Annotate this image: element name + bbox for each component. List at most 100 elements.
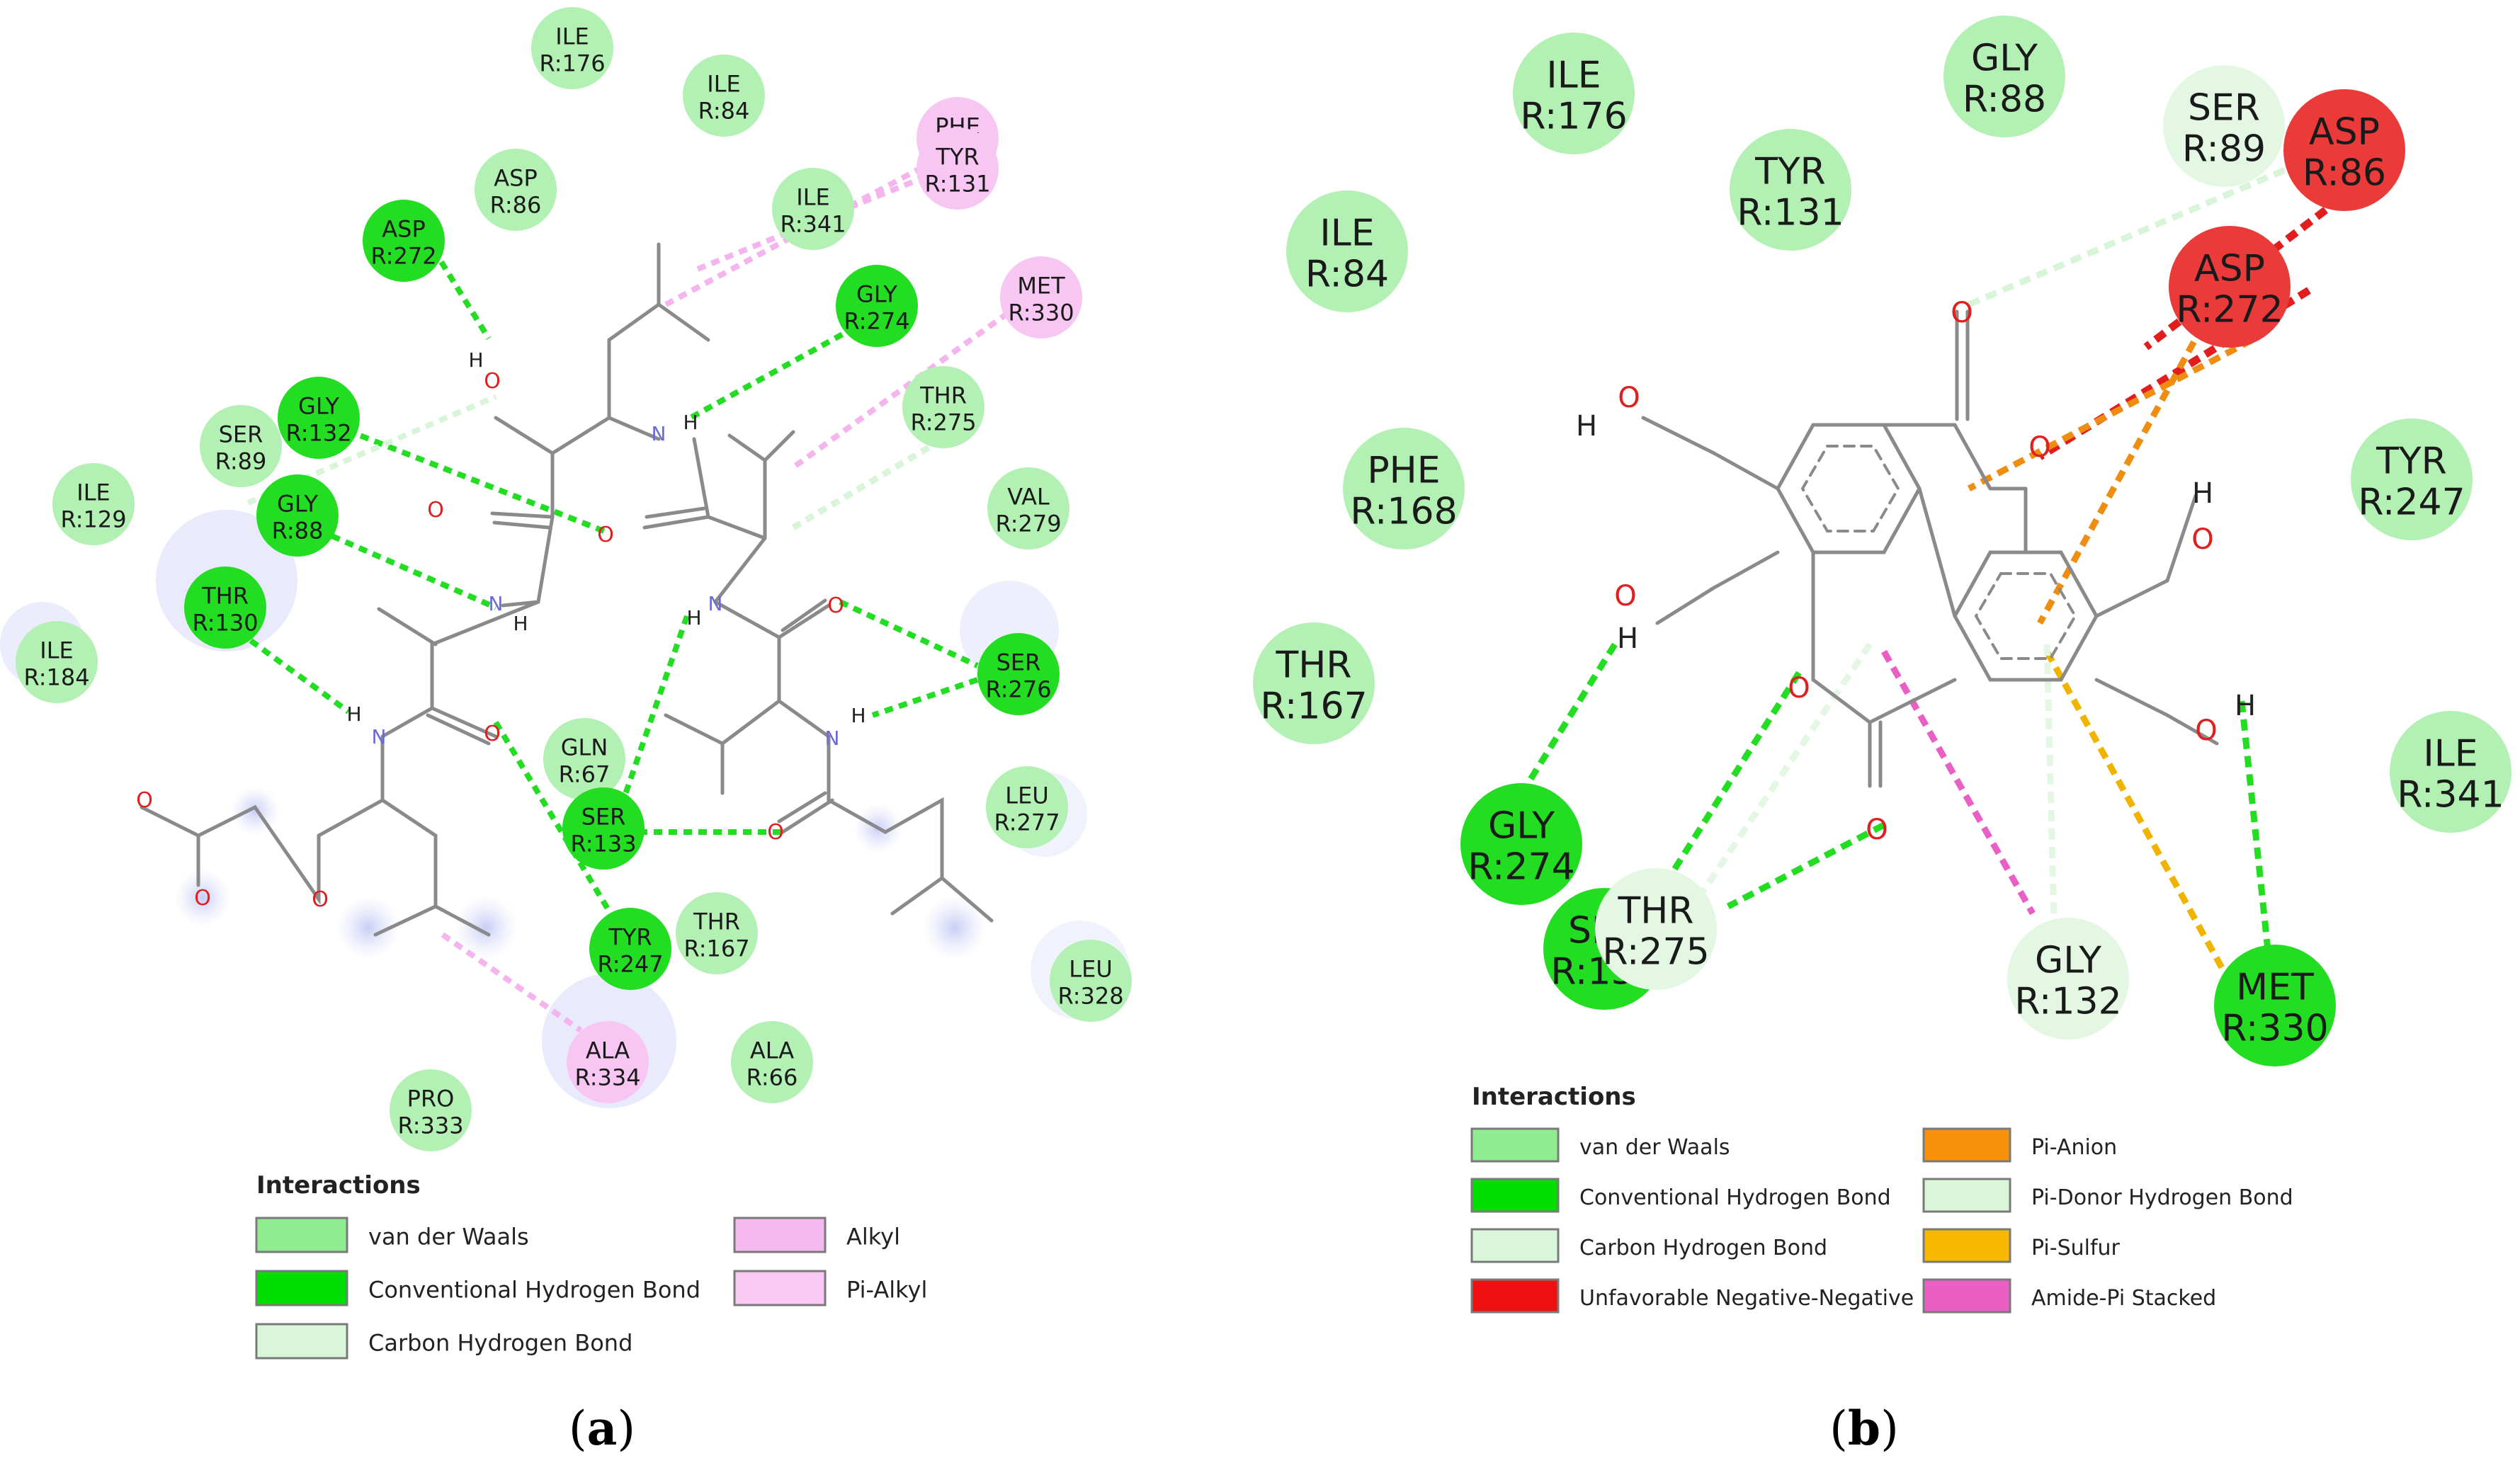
residue-number: R:84 — [1305, 253, 1389, 295]
atom-labels-b: O O O H O H O O O H O H — [1576, 297, 2256, 846]
legend-swatch — [255, 1323, 348, 1360]
residue-name: ASP — [494, 164, 538, 191]
residue-disc — [184, 566, 266, 649]
residue-number: R:129 — [60, 506, 126, 533]
residue-number: R:274 — [844, 307, 909, 334]
residue-number: R:88 — [1963, 78, 2046, 120]
residue-number: R:276 — [985, 676, 1051, 702]
residue-disc — [567, 1021, 649, 1103]
residue-disc — [543, 718, 625, 800]
svg-text:N: N — [708, 592, 723, 615]
svg-text:H: H — [683, 411, 698, 434]
svg-text:O: O — [484, 722, 501, 746]
residue-disc — [589, 908, 671, 990]
residue-name: GLY — [277, 490, 318, 517]
residue-disc — [1513, 33, 1635, 154]
residue-name: ILE — [1319, 212, 1374, 254]
residue-disc — [676, 892, 758, 974]
legend-swatch — [1470, 1228, 1560, 1263]
residue-name: ILE — [1546, 54, 1601, 96]
legend-item-carbon-hydrogen-bond: Carbon Hydrogen Bond — [1470, 1228, 1827, 1263]
residue-number: R:341 — [780, 210, 846, 237]
legend-item-conventional-hydrogen-bond: Conventional Hydrogen Bond — [255, 1270, 700, 1306]
residue-number: R:168 — [1350, 490, 1457, 533]
legend-label: Conventional Hydrogen Bond — [1579, 1185, 1891, 1210]
svg-text:Interactions: Interactions — [1472, 1083, 1636, 1111]
residue-name: LEU — [1005, 782, 1048, 809]
residue-name: ALA — [586, 1037, 630, 1064]
solvent-glow-a — [0, 510, 1130, 1108]
legend-swatch — [1922, 1228, 2011, 1263]
residue-number: R:275 — [1602, 930, 1709, 973]
legend-label: Carbon Hydrogen Bond — [1579, 1236, 1827, 1260]
residue-disc — [531, 7, 613, 89]
residue-number: R:130 — [192, 609, 258, 636]
svg-text:N: N — [489, 592, 504, 615]
svg-text:O: O — [1618, 382, 1640, 414]
legend-label: Pi-Donor Hydrogen Bond — [2031, 1185, 2293, 1210]
legend-item-van-der-waals: van der Waals — [1470, 1127, 1730, 1163]
residue-disc — [2351, 418, 2473, 540]
legend-item-carbon-hydrogen-bond: Carbon Hydrogen Bond — [255, 1323, 632, 1360]
residue-disc — [2283, 89, 2405, 211]
residue-disc — [475, 149, 557, 231]
residue-name: GLY — [298, 392, 339, 419]
residue-name: ASP — [2309, 110, 2380, 153]
residue-disc — [731, 1021, 813, 1103]
residue-disc — [52, 463, 135, 545]
residue-number: R:131 — [1737, 191, 1844, 234]
residue-name: TYR — [2376, 440, 2447, 482]
residue-number: R:274 — [1468, 845, 1574, 888]
residue-disc — [16, 621, 98, 703]
legend-item-unfavorable-negative-negative: Unfavorable Negative-Negative — [1470, 1278, 1914, 1314]
residue-name: THR — [201, 582, 249, 609]
svg-text:H: H — [346, 702, 361, 726]
residue-number: R:89 — [2182, 127, 2266, 170]
svg-text:O: O — [484, 369, 501, 394]
residue-name: SER — [997, 649, 1041, 676]
svg-text:N: N — [372, 725, 387, 748]
residue-name: MET — [1017, 272, 1065, 299]
residue-name: THR — [693, 908, 740, 935]
residue-name: TYR — [608, 923, 652, 950]
residue-name: ILE — [2423, 732, 2478, 775]
residue-number: R:176 — [1520, 95, 1627, 137]
residue-number: R:330 — [1008, 299, 1074, 326]
residue-number: R:247 — [597, 950, 663, 977]
ligand-a — [140, 242, 994, 937]
residue-disc — [2214, 945, 2336, 1066]
residues-a: ILER:176ILER:84PHER:168TYRR:131ASPR:86AS… — [16, 7, 1132, 1151]
residue-disc — [2390, 711, 2512, 833]
residue-number: R:89 — [215, 448, 267, 474]
svg-text:H: H — [851, 704, 865, 727]
residue-number: R:133 — [570, 830, 636, 857]
legend-swatch — [1922, 1127, 2011, 1163]
legend-swatch — [1470, 1127, 1560, 1163]
legend-label: Conventional Hydrogen Bond — [368, 1276, 700, 1303]
residue-name: ASP — [2194, 247, 2265, 290]
legend-item-pi-sulfur: Pi-Sulfur — [1922, 1228, 2121, 1263]
legend-label: Amide-Pi Stacked — [2031, 1286, 2216, 1311]
legend-swatch — [255, 1217, 348, 1253]
legend-item-pi-anion: Pi-Anion — [1922, 1127, 2117, 1163]
legend-label: van der Waals — [1579, 1135, 1730, 1160]
residue-number: R:334 — [574, 1064, 640, 1090]
residue-number: R:67 — [559, 761, 611, 787]
legend-swatch — [733, 1217, 827, 1253]
